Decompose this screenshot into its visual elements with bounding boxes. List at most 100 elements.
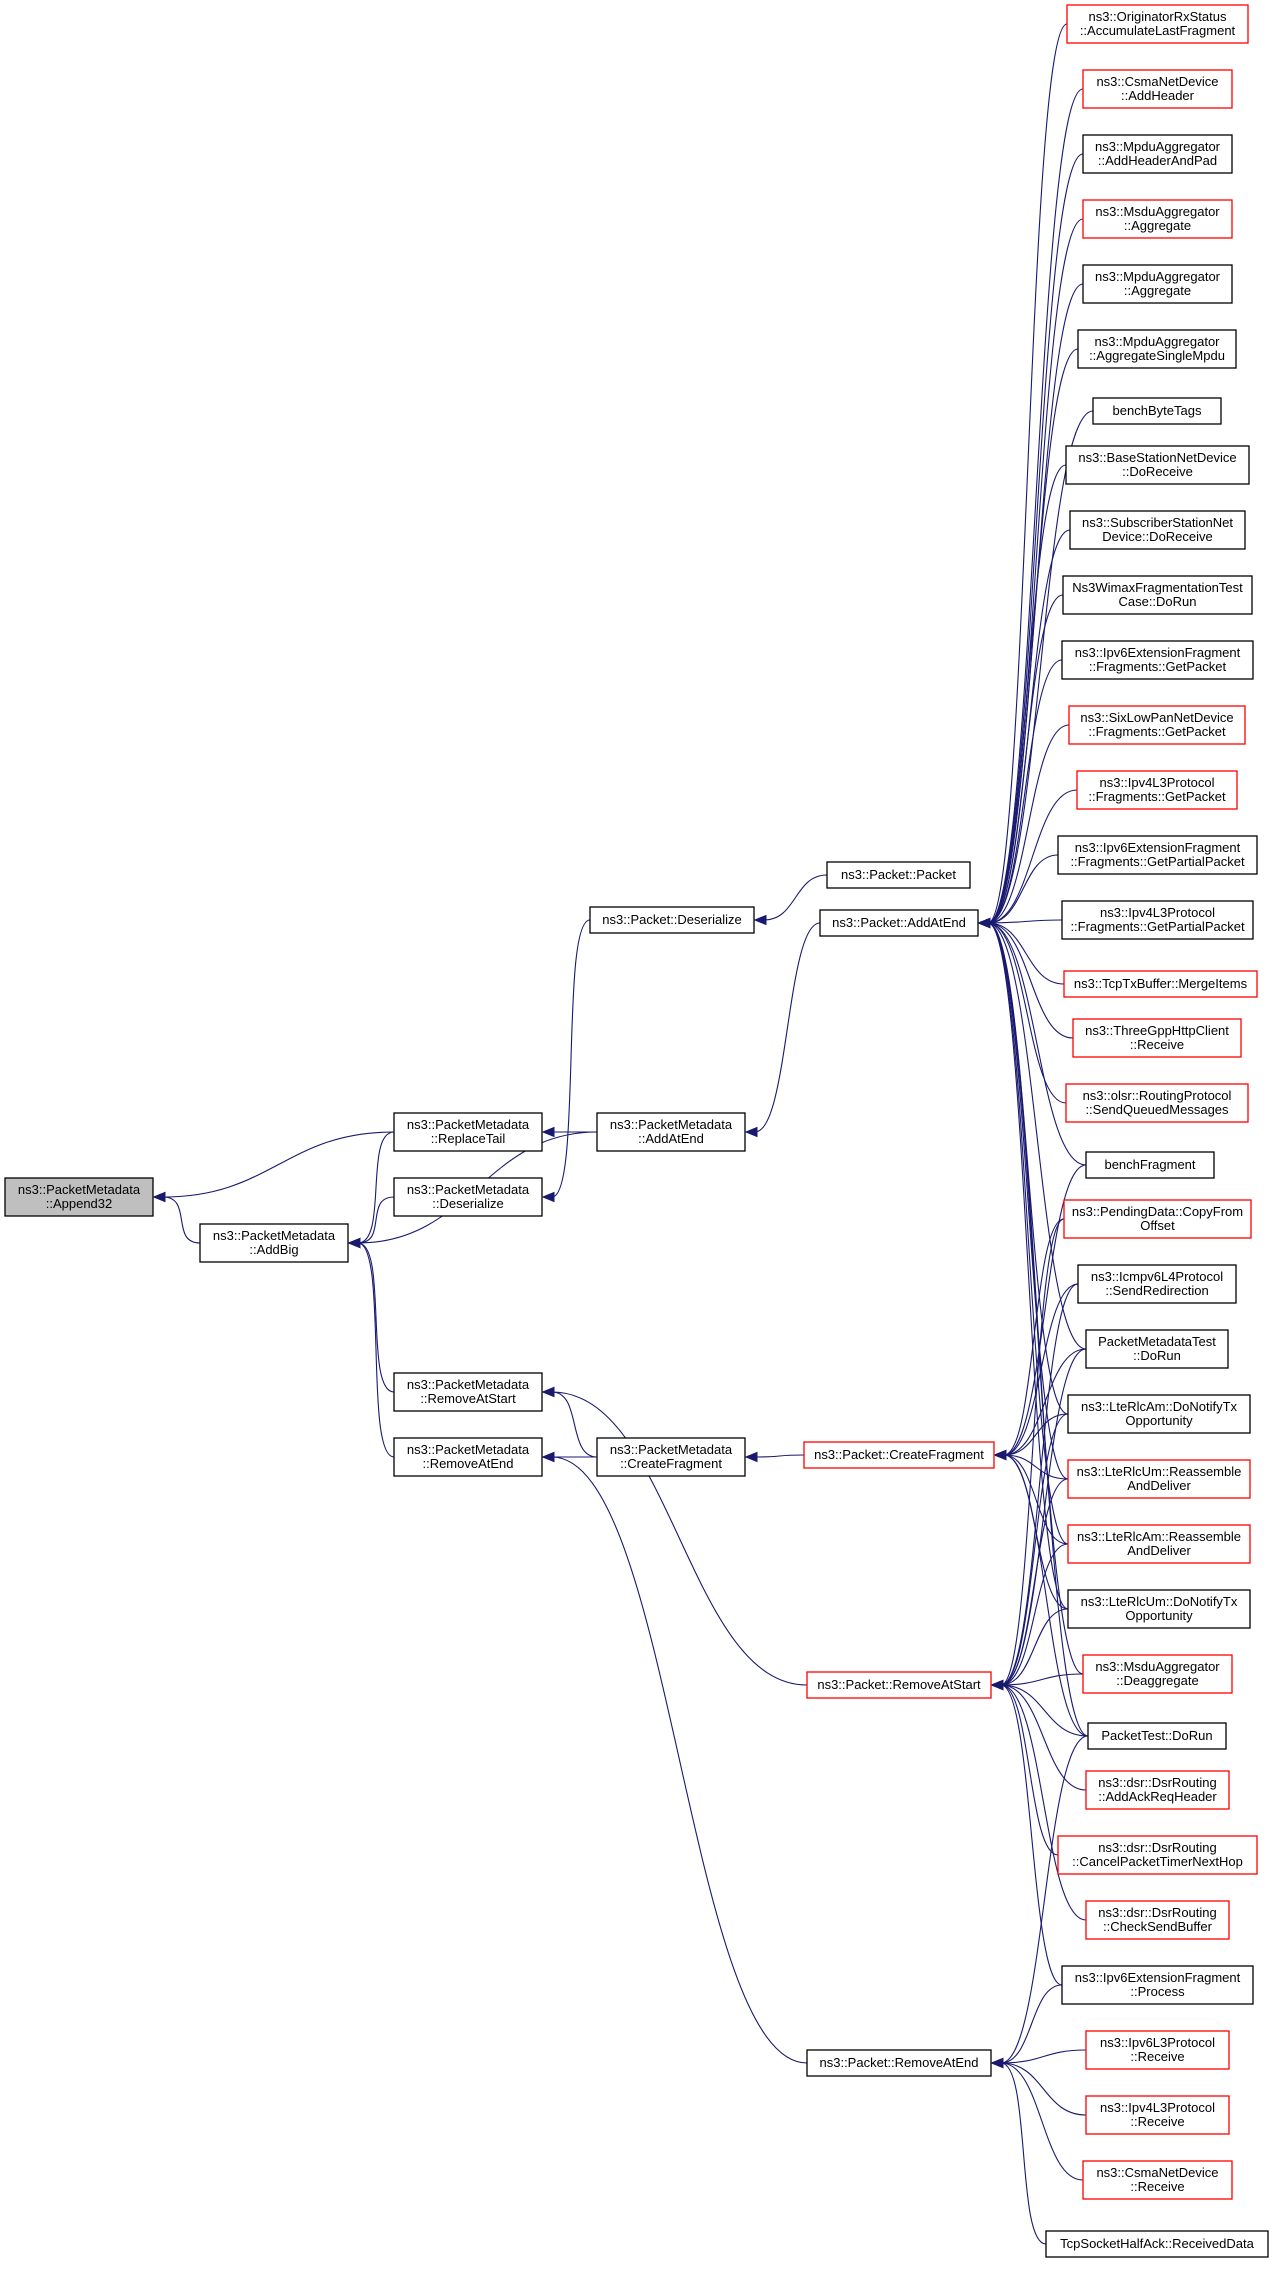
edge-r_rlcam_reasm-to-n_p_rmstart	[990, 1543, 1069, 1691]
node-label-line: ns3::Ipv4L3Protocol	[1100, 775, 1215, 790]
node-pm-deserialize[interactable]: ns3::PacketMetadata::Deserialize	[393, 1177, 543, 1217]
node-label-line: ::RemoveAtStart	[420, 1391, 516, 1406]
caller-csma-add-header[interactable]: ns3::CsmaNetDevice::AddHeader	[1082, 69, 1233, 109]
node-pm-remove-at-end[interactable]: ns3::PacketMetadata::RemoveAtEnd	[393, 1437, 543, 1477]
caller-dsr-cancel-packet-timer[interactable]: ns3::dsr::DsrRouting::CancelPacketTimerN…	[1057, 1835, 1258, 1875]
node-label-line: ns3::Packet::CreateFragment	[814, 1447, 984, 1462]
edge-line	[1000, 1413, 1069, 1686]
caller-ipv4-fragments-get-partial[interactable]: ns3::Ipv4L3Protocol::Fragments::GetParti…	[1061, 900, 1254, 940]
node-label-line: ::RemoveAtEnd	[422, 1456, 513, 1471]
node-label-line: ns3::Packet::RemoveAtStart	[817, 1677, 981, 1692]
caller-ipv6-extension-fragment-process[interactable]: ns3::Ipv6ExtensionFragment::Process	[1061, 1965, 1254, 2005]
edge-arrowhead	[541, 1191, 555, 1203]
edge-line	[987, 922, 1074, 1039]
node-pm-add-at-end[interactable]: ns3::PacketMetadata::AddAtEnd	[596, 1112, 746, 1152]
caller-bench-byte-tags[interactable]: benchByteTags	[1092, 397, 1222, 425]
edge-line	[1000, 1218, 1065, 1686]
caller-ipv4-fragments-get-packet[interactable]: ns3::Ipv4L3Protocol::Fragments::GetPacke…	[1076, 770, 1238, 810]
node-label-line: ns3::LteRlcAm::DoNotifyTx	[1081, 1399, 1238, 1414]
edge-line	[987, 922, 1069, 1545]
edge-line	[162, 1196, 201, 1244]
node-box	[1067, 1394, 1251, 1434]
edge-line	[1000, 2062, 1084, 2181]
node-label-line: ns3::PacketMetadata	[407, 1182, 530, 1197]
node-label-line: ::Fragments::GetPacket	[1088, 724, 1226, 739]
node-packet-add-at-end[interactable]: ns3::Packet::AddAtEnd	[819, 909, 979, 937]
caller-originator-rx-status[interactable]: ns3::OriginatorRxStatus::AccumulateLastF…	[1066, 4, 1249, 44]
node-label-line: ::AccumulateLastFragment	[1080, 23, 1236, 38]
edge-line	[987, 88, 1084, 924]
node-box	[1066, 4, 1249, 44]
edge-r_dsr_ack-to-n_p_rmstart	[990, 1679, 1087, 1791]
node-box	[1063, 1199, 1252, 1239]
node-pm-remove-at-start[interactable]: ns3::PacketMetadata::RemoveAtStart	[393, 1372, 543, 1412]
caller-sixlowpan-fragments-get-packet[interactable]: ns3::SixLowPanNetDevice::Fragments::GetP…	[1068, 705, 1246, 745]
caller-packet-test-do-run[interactable]: PacketTest::DoRun	[1087, 1722, 1227, 1750]
node-label-line: ::Deaggregate	[1116, 1673, 1198, 1688]
caller-olsr-send-queued-messages[interactable]: ns3::olsr::RoutingProtocol::SendQueuedMe…	[1065, 1083, 1249, 1123]
node-packet-create-fragment[interactable]: ns3::Packet::CreateFragment	[803, 1441, 995, 1469]
node-packet-deserialize[interactable]: ns3::Packet::Deserialize	[589, 906, 755, 934]
node-box	[1087, 1722, 1227, 1750]
edge-line	[1000, 1673, 1084, 1686]
node-label-line: ::Append32	[46, 1196, 113, 1211]
caller-tcp-tx-buffer-merge-items[interactable]: ns3::TcpTxBuffer::MergeItems	[1063, 970, 1258, 998]
node-label-line: ns3::Ipv4L3Protocol	[1100, 905, 1215, 920]
edge-r_ipv4l3_recv-to-n_p_rmend	[990, 2057, 1087, 2116]
edge-arrowhead	[990, 2057, 1004, 2069]
caller-mpdu-aggregate-single[interactable]: ns3::MpduAggregator::AggregateSingleMpdu	[1077, 329, 1237, 369]
caller-packet-metadata-test-do-run[interactable]: PacketMetadataTest::DoRun	[1085, 1329, 1229, 1369]
caller-ipv6-l3-protocol-receive[interactable]: ns3::Ipv6L3Protocol::Receive	[1085, 2030, 1230, 2070]
edge-line	[1000, 1608, 1069, 1686]
edge-r_packettest-to-n_p_createfrag	[993, 1449, 1089, 1737]
edge-n_replacetail-to-n_root	[152, 1131, 395, 1203]
node-box	[1082, 264, 1233, 304]
node-add-big[interactable]: ns3::PacketMetadata::AddBig	[199, 1223, 349, 1263]
node-label-line: ns3::ThreeGppHttpClient	[1085, 1023, 1229, 1038]
edge-arrowhead	[993, 1449, 1007, 1461]
edge-n_p_addatend-to-n_pm_addatend	[744, 922, 821, 1138]
edge-line	[754, 1454, 805, 1458]
edge-r_benchfrag-to-n_p_addatend	[977, 917, 1087, 1166]
caller-subscriber-station-do-receive[interactable]: ns3::SubscriberStationNetDevice::DoRecei…	[1069, 510, 1246, 550]
caller-csma-receive[interactable]: ns3::CsmaNetDevice::Receive	[1082, 2160, 1233, 2200]
node-replace-tail[interactable]: ns3::PacketMetadata::ReplaceTail	[393, 1112, 543, 1152]
edge-arrowhead	[541, 1451, 555, 1463]
caller-mpdu-add-header-and-pad[interactable]: ns3::MpduAggregator::AddHeaderAndPad	[1082, 134, 1233, 174]
node-box	[1057, 835, 1258, 875]
node-label-line: ns3::dsr::DsrRouting	[1098, 1775, 1217, 1790]
edge-arrowhead	[977, 917, 991, 929]
caller-tcp-socket-half-ack-received-data[interactable]: TcpSocketHalfAck::ReceivedData	[1045, 2230, 1269, 2258]
node-label-line: ::DoRun	[1133, 1348, 1181, 1363]
caller-msdu-aggregate[interactable]: ns3::MsduAggregator::Aggregate	[1082, 199, 1233, 239]
edge-r_tcphalf-to-n_p_rmend	[990, 2057, 1047, 2245]
node-packet-remove-at-end[interactable]: ns3::Packet::RemoveAtEnd	[806, 2049, 992, 2077]
caller-ipv6-fragments-get-partial[interactable]: ns3::Ipv6ExtensionFragment::Fragments::G…	[1057, 835, 1258, 875]
node-packet-packet[interactable]: ns3::Packet::Packet	[826, 861, 971, 889]
node-packet-remove-at-start[interactable]: ns3::Packet::RemoveAtStart	[806, 1671, 992, 1699]
caller-bench-fragment[interactable]: benchFragment	[1085, 1151, 1215, 1179]
node-pm-create-fragment[interactable]: ns3::PacketMetadata::CreateFragment	[596, 1437, 746, 1477]
caller-ipv4-l3-protocol-receive[interactable]: ns3::Ipv4L3Protocol::Receive	[1085, 2095, 1230, 2135]
nodes-layer: ns3::PacketMetadata::Append32ns3::Packet…	[4, 4, 1269, 2258]
edge-line	[987, 922, 1069, 1610]
caller-msdu-deaggregate[interactable]: ns3::MsduAggregator::Deaggregate	[1082, 1654, 1233, 1694]
edge-r_ipv6ext_proc-to-n_p_rmend	[990, 1984, 1063, 2069]
node-box	[1069, 510, 1246, 550]
node-box	[1068, 705, 1246, 745]
caller-three-gpp-http-client-receive[interactable]: ns3::ThreeGppHttpClient::Receive	[1072, 1018, 1242, 1058]
caller-ipv6-fragments-get-packet[interactable]: ns3::Ipv6ExtensionFragment::Fragments::G…	[1061, 640, 1254, 680]
caller-dsr-check-send-buffer[interactable]: ns3::dsr::DsrRouting::CheckSendBuffer	[1085, 1900, 1230, 1940]
caller-mpdu-aggregate[interactable]: ns3::MpduAggregator::Aggregate	[1082, 264, 1233, 304]
caller-base-station-do-receive[interactable]: ns3::BaseStationNetDevice::DoReceive	[1065, 445, 1250, 485]
caller-dsr-add-ack-req-header[interactable]: ns3::dsr::DsrRouting::AddAckReqHeader	[1085, 1770, 1230, 1810]
node-box	[826, 861, 971, 889]
caller-icmpv6-send-redirection[interactable]: ns3::Icmpv6L4Protocol::SendRedirection	[1077, 1264, 1237, 1304]
